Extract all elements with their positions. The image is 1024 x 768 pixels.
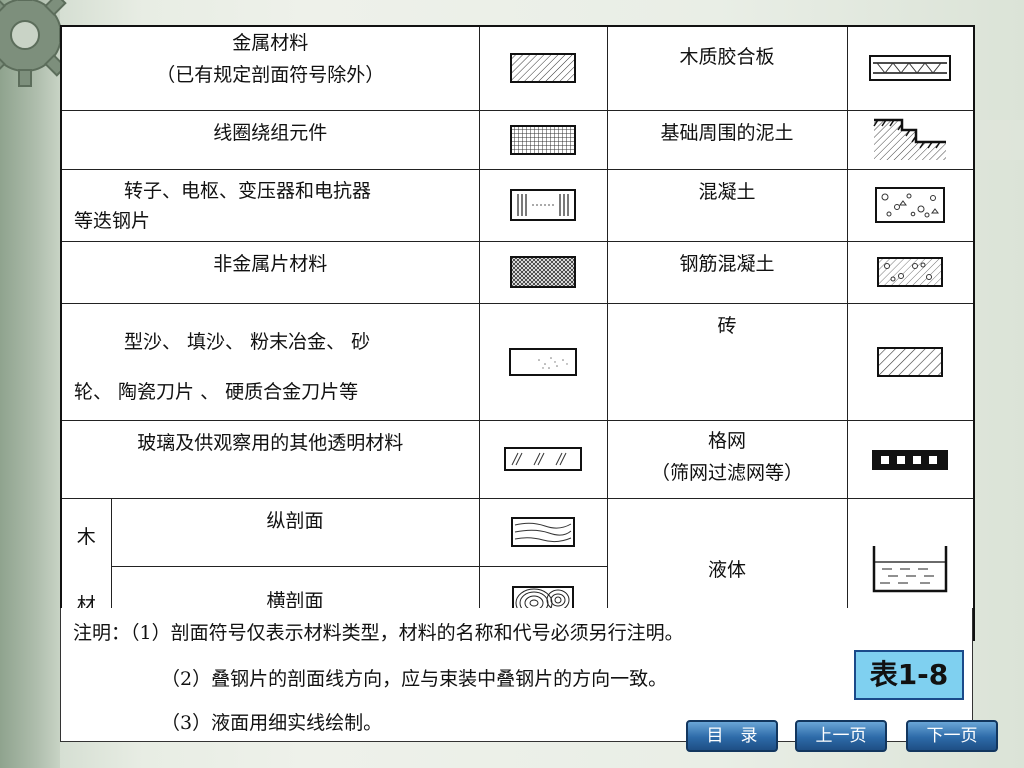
label-coil: 线圈绕组元件 xyxy=(60,109,480,170)
table-row: 非金属片材料 钢筋混凝土 xyxy=(60,240,975,304)
symbol-wood-long xyxy=(478,497,608,567)
symbol-brick xyxy=(846,302,975,421)
label-brick: 砖 xyxy=(606,302,848,421)
label-plywood: 木质胶合板 xyxy=(606,25,848,111)
symbol-glass xyxy=(478,419,608,499)
label-mesh: 格网 xyxy=(708,429,747,452)
label-mesh-note: （筛网过滤网等） xyxy=(651,461,804,484)
label-laminated-steel-2: 等迭钢片 xyxy=(74,209,151,232)
next-page-button[interactable]: 下一页 xyxy=(906,720,998,752)
table-row: 玻璃及供观察用的其他透明材料 格网 （筛网过滤网等） xyxy=(60,419,975,499)
symbol-soil xyxy=(846,109,975,170)
section-symbol-table: 金属材料 （已有规定剖面符号除外） 木质胶合板 线圈绕组元件 xyxy=(60,25,976,641)
label-soil: 基础周围的泥土 xyxy=(606,109,848,170)
note-line-2: （2）叠钢片的剖面线方向，应与束装中叠钢片的方向一致。 xyxy=(161,668,668,690)
table-number-badge: 表1-8 xyxy=(854,650,964,700)
note-line-3: （3）液面用细实线绘制。 xyxy=(161,712,383,734)
table-row: 转子、电枢、变压器和电抗器 等迭钢片 混凝土 xyxy=(60,168,975,242)
label-sand-2: 轮、 陶瓷刀片 、 硬质合金刀片等 xyxy=(74,380,359,403)
label-concrete: 混凝土 xyxy=(606,168,848,242)
symbol-concrete xyxy=(846,168,975,242)
label-wood-long: 纵剖面 xyxy=(110,497,480,567)
prev-page-button[interactable]: 上一页 xyxy=(795,720,887,752)
label-mesh-cell: 格网 （筛网过滤网等） xyxy=(606,419,848,499)
symbol-coil xyxy=(478,109,608,170)
table-row: 金属材料 （已有规定剖面符号除外） 木质胶合板 xyxy=(60,25,975,111)
symbol-metal xyxy=(478,25,608,111)
symbol-plywood xyxy=(846,25,975,111)
symbol-reinforced-concrete xyxy=(846,240,975,304)
toc-button[interactable]: 目 录 xyxy=(686,720,778,752)
label-laminated-steel: 转子、电枢、变压器和电抗器 xyxy=(124,179,372,202)
label-sand-cell: 型沙、 填沙、 粉末冶金、 砂 轮、 陶瓷刀片 、 硬质合金刀片等 xyxy=(60,302,480,421)
left-decoration xyxy=(0,0,60,768)
label-sand: 型沙、 填沙、 粉末冶金、 砂 xyxy=(124,330,371,353)
symbol-laminated-steel xyxy=(478,168,608,242)
note-line-1: 注明：（1）剖面符号仅表示材料类型，材料的名称和代号必须另行注明。 xyxy=(73,622,684,644)
symbol-sand xyxy=(478,302,608,421)
label-laminated-steel-cell: 转子、电枢、变压器和电抗器 等迭钢片 xyxy=(60,168,480,242)
material-label-cell: 金属材料 （已有规定剖面符号除外） xyxy=(60,25,480,111)
symbol-mesh xyxy=(846,419,975,499)
label-metal-note: （已有规定剖面符号除外） xyxy=(156,64,385,86)
gear-icon xyxy=(0,0,77,87)
table-row: 型沙、 填沙、 粉末冶金、 砂 轮、 陶瓷刀片 、 硬质合金刀片等 砖 xyxy=(60,302,975,421)
notes-panel: 注明：（1）剖面符号仅表示材料类型，材料的名称和代号必须另行注明。 （2）叠钢片… xyxy=(60,608,973,742)
label-reinforced-concrete: 钢筋混凝土 xyxy=(606,240,848,304)
label-wood-1: 木 xyxy=(76,525,96,548)
table-row: 线圈绕组元件 基础周围的泥土 xyxy=(60,109,975,170)
label-glass: 玻璃及供观察用的其他透明材料 xyxy=(60,419,480,499)
label-metal: 金属材料 xyxy=(232,32,309,54)
table-row: 木 材 纵剖面 液体 xyxy=(60,497,975,640)
symbol-nonmetal xyxy=(478,240,608,304)
label-nonmetal: 非金属片材料 xyxy=(60,240,480,304)
